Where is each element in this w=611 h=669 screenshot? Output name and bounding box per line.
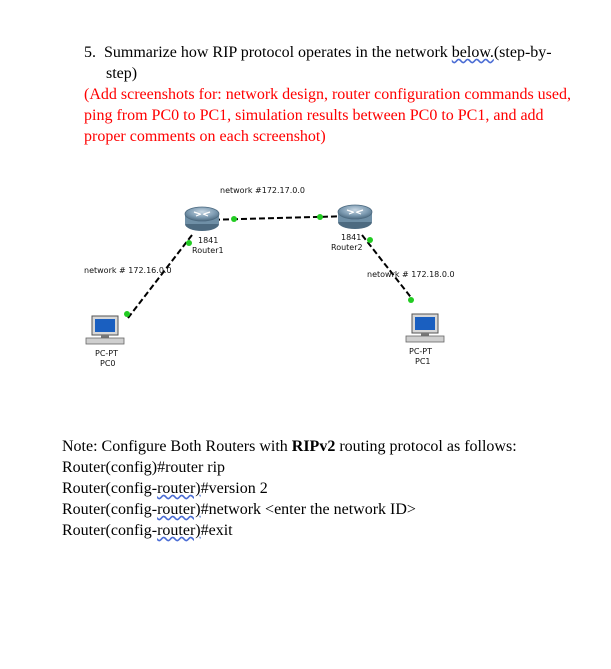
note-block: Note: Configure Both Routers with RIPv2 …: [62, 436, 602, 541]
cmd-rest: #version 2: [200, 480, 268, 497]
cmd-prefix: Router(config-: [62, 522, 158, 539]
link-router1-router2: [204, 215, 353, 221]
router1-model: 1841: [198, 236, 219, 245]
question-text-end: (step-by-: [493, 44, 552, 61]
link-dot: [408, 297, 414, 303]
router2-model: 1841: [341, 233, 362, 242]
question-block: 5. Summarize how RIP protocol operates i…: [84, 42, 604, 147]
command-version: Router(config-router)#version 2: [62, 478, 602, 499]
pc0-name: PC0: [100, 359, 116, 368]
link-dot: [231, 216, 237, 222]
pc0-type: PC-PT: [95, 349, 119, 358]
link-dot: [186, 240, 192, 246]
router2-name: Router2: [331, 243, 363, 252]
pc0-icon: [85, 315, 125, 345]
pc1-name: PC1: [415, 357, 431, 366]
command-exit: Router(config-router)#exit: [62, 520, 602, 541]
question-text: Summarize how RIP protocol operates in t…: [104, 44, 452, 61]
question-line2: step): [106, 65, 138, 82]
cmd-mode: router): [157, 480, 201, 497]
question-line1: 5. Summarize how RIP protocol operates i…: [84, 42, 604, 63]
note-ripv2: RIPv2: [291, 438, 336, 455]
link-dot: [317, 214, 323, 220]
instruction-line1: (Add screenshots for: network design, ro…: [84, 86, 571, 103]
router1-icon: [184, 206, 220, 231]
instruction-line2: ping from PC0 to PC1, simulation results…: [84, 107, 544, 124]
pc1-type: PC-PT: [409, 347, 433, 356]
question-number: 5.: [84, 44, 96, 61]
network-top-label: network #172.17.0.0: [220, 186, 305, 195]
cmd-rest: #network <enter the network ID>: [200, 501, 416, 518]
network-right-label: netowrk # 172.18.0.0: [367, 270, 455, 279]
command-router-rip: Router(config)#router rip: [62, 459, 226, 476]
network-left-label: network # 172.16.0.0: [84, 266, 172, 275]
cmd-mode: router): [157, 501, 201, 518]
note-intro-prefix: Note: Configure Both Routers with: [62, 438, 292, 455]
note-intro-suffix: routing protocol as follows:: [335, 438, 517, 455]
router2-icon: [337, 204, 373, 229]
note-intro: Note: Configure Both Routers with RIPv2 …: [62, 436, 602, 457]
link-router1-pc0: [127, 234, 193, 319]
command-network: Router(config-router)#network <enter the…: [62, 499, 602, 520]
cmd-prefix: Router(config-: [62, 501, 158, 518]
link-router2-pc1: [361, 234, 414, 301]
router1-name: Router1: [192, 246, 224, 255]
cmd-rest: #exit: [200, 522, 233, 539]
pc1-icon: [405, 313, 445, 343]
cmd-mode: router): [157, 522, 201, 539]
question-below: below.: [451, 44, 494, 61]
link-dot: [124, 311, 130, 317]
instruction-line3: proper comments on each screenshot): [84, 128, 326, 145]
cmd-prefix: Router(config-: [62, 480, 158, 497]
link-dot: [367, 237, 373, 243]
